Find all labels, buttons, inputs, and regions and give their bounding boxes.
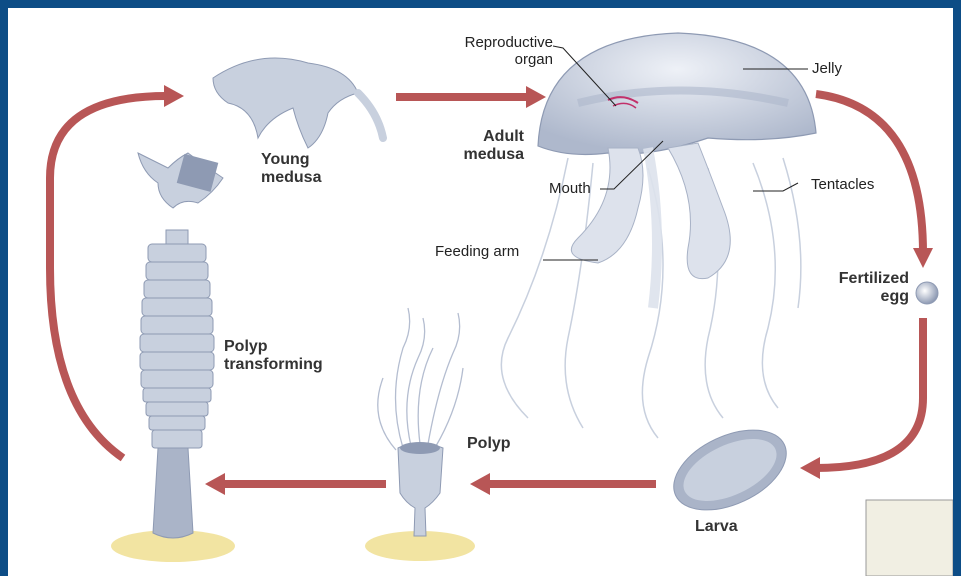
photo-inset bbox=[866, 500, 953, 576]
label-larva: Larva bbox=[695, 518, 738, 536]
label-adult-medusa: Adult medusa bbox=[428, 128, 524, 164]
label-polyp: Polyp bbox=[467, 435, 511, 453]
diagram-panel: Reproductive organ Jelly Adult medusa Mo… bbox=[8, 8, 953, 576]
polyp-transforming-illustration bbox=[111, 230, 235, 562]
polyp-illustration bbox=[365, 308, 475, 561]
larva-illustration bbox=[661, 414, 798, 526]
feeding-arm-left bbox=[571, 148, 643, 263]
feeding-arm-right bbox=[668, 143, 730, 279]
label-polyp-transforming: Polyp transforming bbox=[224, 338, 323, 374]
label-young-medusa: Young medusa bbox=[261, 151, 321, 187]
adult-medusa-illustration bbox=[501, 33, 816, 438]
arrow-polyp-to-transforming-head bbox=[205, 473, 225, 495]
arrow-adult-to-egg bbox=[816, 94, 923, 253]
label-jelly: Jelly bbox=[812, 60, 842, 77]
label-tentacles: Tentacles bbox=[811, 176, 874, 193]
life-cycle-diagram bbox=[8, 8, 953, 576]
label-reproductive-organ: Reproductive organ bbox=[413, 34, 553, 68]
arrow-egg-to-larva-head bbox=[800, 457, 820, 479]
fertilized-egg-illustration bbox=[916, 282, 938, 304]
arrow-adult-to-egg-head bbox=[913, 248, 933, 268]
arrow-egg-to-larva bbox=[816, 318, 923, 468]
label-feeding-arm: Feeding arm bbox=[435, 243, 519, 260]
arrow-larva-to-polyp-head bbox=[470, 473, 490, 495]
arrow-young-to-adult-head bbox=[526, 86, 546, 108]
arrow-transforming-to-young-head bbox=[164, 85, 184, 107]
label-fertilized-egg: Fertilized egg bbox=[813, 270, 909, 306]
label-mouth: Mouth bbox=[549, 180, 591, 197]
